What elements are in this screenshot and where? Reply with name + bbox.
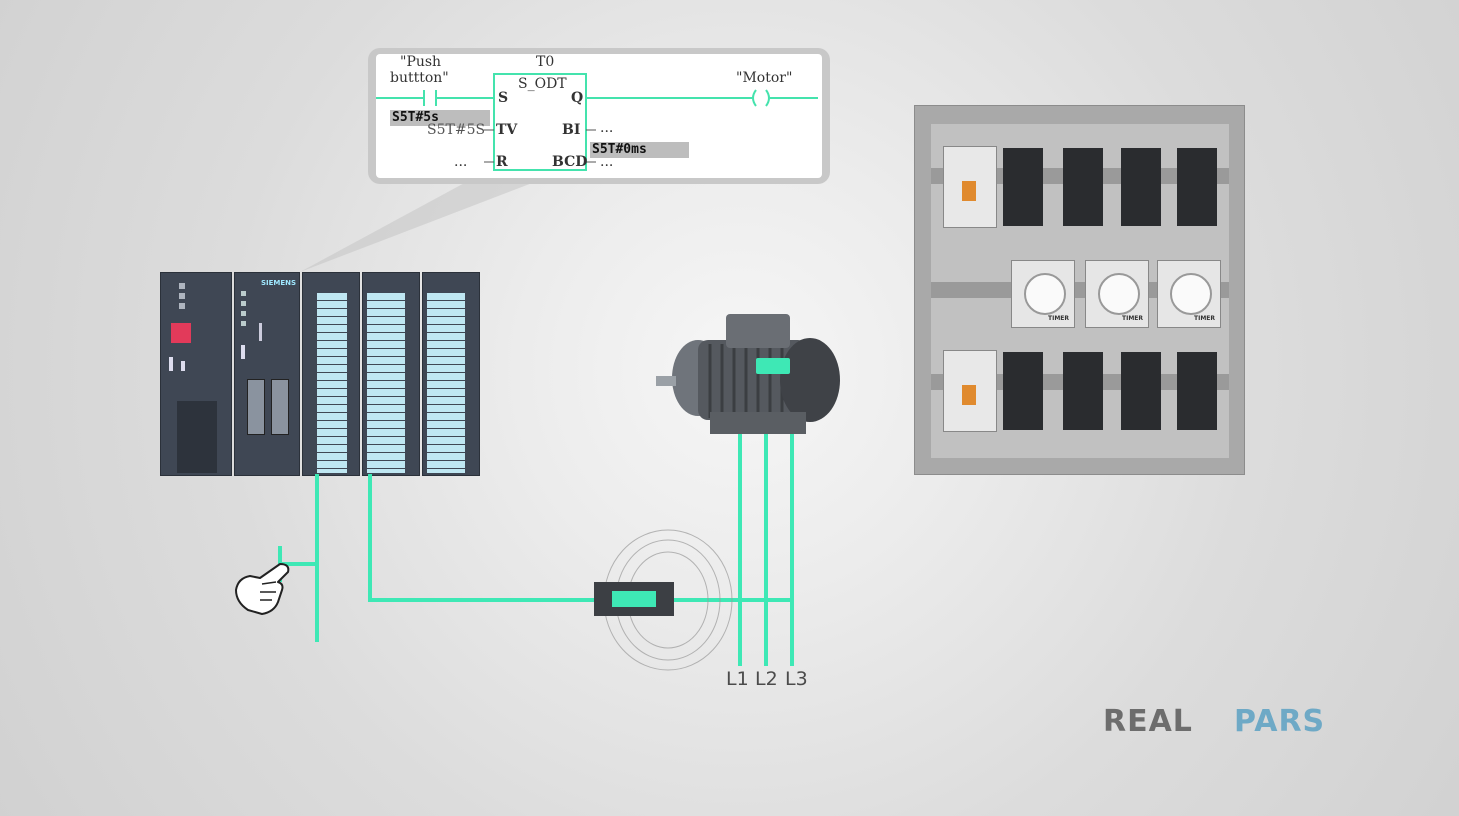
plc-io-module-2 <box>362 272 420 476</box>
plc-io-module-3 <box>422 272 480 476</box>
elapsed-display: S5T#0ms <box>592 142 647 157</box>
pin-bi: BI <box>562 122 581 138</box>
tv-display-field <box>390 110 490 126</box>
timer-label-3: TIMER <box>1194 315 1216 322</box>
timer-type: S_ODT <box>518 76 567 92</box>
relay-5 <box>1003 352 1043 430</box>
phase-label-l2: L2 <box>755 668 778 690</box>
relay-7 <box>1121 352 1161 430</box>
logo-part-2: PARS <box>1234 704 1326 739</box>
plc-io-module-1 <box>302 272 360 476</box>
timer-relay-3: TIMER <box>1157 260 1221 328</box>
pin-s: S <box>498 90 509 106</box>
r-dots: ... <box>454 154 468 170</box>
control-panel: TIMER TIMER TIMER <box>914 105 1245 475</box>
plc-cpu: SIEMENS <box>234 272 300 476</box>
relay-4 <box>1177 148 1217 226</box>
hand-pointer-icon <box>235 563 290 615</box>
cpu-brand: SIEMENS <box>261 279 297 287</box>
elapsed-field <box>590 142 689 158</box>
relay-6 <box>1063 352 1103 430</box>
pin-q: Q <box>571 90 584 106</box>
logo-part-1: REAL <box>1103 704 1193 739</box>
pin-r: R <box>496 154 508 170</box>
relay-2 <box>1063 148 1103 226</box>
timer-label-1: TIMER <box>1048 315 1070 322</box>
timer-label-2: TIMER <box>1122 315 1144 322</box>
relay-1 <box>1003 148 1043 226</box>
input-label-line2: buttton" <box>390 70 449 86</box>
phase-label-l3: L3 <box>785 668 808 690</box>
bi-dots: ... <box>600 120 614 136</box>
pin-tv: TV <box>496 122 518 138</box>
motor <box>656 314 840 434</box>
bcd-dots: ... <box>600 154 614 170</box>
timer-name: T0 <box>536 54 555 70</box>
motor-starter-1 <box>943 146 997 228</box>
tv-value: S5T#5S <box>427 122 486 138</box>
plc-power-supply <box>160 272 232 476</box>
phase-label-l1: L1 <box>726 668 749 690</box>
voltage-selector <box>171 323 191 343</box>
output-label: "Motor" <box>736 70 793 86</box>
timer-relay-1: TIMER <box>1011 260 1075 328</box>
motor-starter-2 <box>943 350 997 432</box>
timer-relay-2: TIMER <box>1085 260 1149 328</box>
relay-8 <box>1177 352 1217 430</box>
tv-display: S5T#5s <box>392 110 439 125</box>
pin-bcd: BCD <box>552 154 588 170</box>
relay-3 <box>1121 148 1161 226</box>
plc-rack: SIEMENS <box>160 272 480 476</box>
input-label-line1: "Push <box>400 54 442 70</box>
